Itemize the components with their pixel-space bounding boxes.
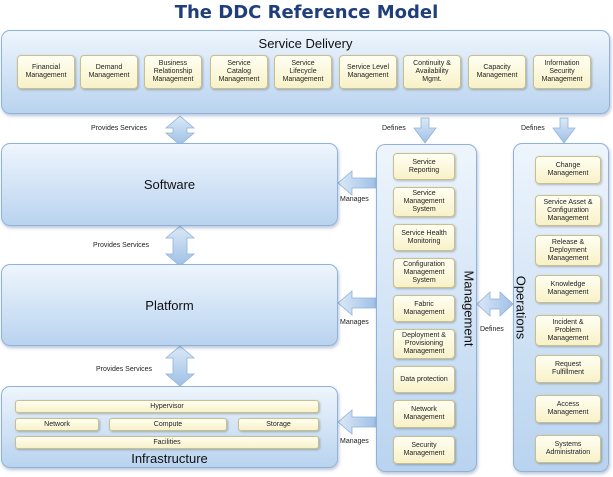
svc-financial-management: Financial Management (17, 55, 75, 89)
mgmt-security-management: Security Management (393, 436, 455, 464)
label-provides-services-platform: Provides Services (93, 242, 150, 249)
mgmt-service-reporting: Service Reporting (393, 153, 455, 180)
ops-incident-problem-management: Incident & Problem Management (535, 315, 601, 346)
label-defines-operations: Defines (521, 125, 545, 132)
arrow-operations-defines-management (476, 291, 514, 317)
svc-service-catalog-management: Service Catalog Management (210, 55, 268, 89)
ops-change-management: Change Management (535, 156, 601, 184)
svc-demand-management: Demand Management (80, 55, 138, 89)
svc-service-lifecycle-management: Service Lifecycle Management (274, 55, 332, 89)
operations-title: Operations (513, 275, 529, 340)
management-title: Management (461, 270, 477, 347)
label-provides-services-infrastructure: Provides Services (96, 366, 153, 373)
arrow-defines-management (413, 117, 437, 144)
label-provides-services-software: Provides Services (91, 125, 148, 132)
mgmt-service-health-monitoring: Service Health Monitoring (393, 224, 455, 251)
arrow-defines-operations (552, 117, 576, 144)
software-panel: Software (1, 143, 338, 226)
arrow-manages-platform (337, 290, 377, 316)
infrastructure-panel: Hypervisor Network Compute Storage Facil… (1, 386, 338, 468)
arrow-manages-infrastructure (337, 409, 377, 435)
ops-systems-administration: Systems Administration (535, 435, 601, 463)
storage-bar: Storage (238, 418, 319, 431)
ops-knowledge-management: Knowledge Management (535, 275, 601, 303)
facilities-bar: Facilities (15, 436, 319, 449)
mgmt-data-protection: Data protection (393, 366, 455, 393)
ops-service-asset-configuration-management: Service Asset & Configuration Management (535, 195, 601, 226)
label-manages-infrastructure: Manages (340, 438, 369, 445)
arrow-manages-software (337, 170, 377, 196)
mgmt-network-management: Network Management (393, 400, 455, 428)
operations-panel: Change Management Service Asset & Config… (513, 143, 609, 472)
arrow-platform-software (164, 225, 196, 267)
platform-panel: Platform (1, 264, 338, 346)
mgmt-fabric-management: Fabric Management (393, 295, 455, 322)
mgmt-deployment-provisioning-management: Deployment & Provisioning Management (393, 329, 455, 359)
arrow-software-service-delivery (164, 115, 196, 146)
label-defines-ops-management: Defines (480, 326, 504, 333)
arrow-infrastructure-platform (164, 345, 196, 387)
diagram-title: The DDC Reference Model (174, 2, 439, 23)
svc-business-relationship-management: Business Relationship Management (144, 55, 202, 89)
hypervisor-bar: Hypervisor (15, 400, 319, 413)
svc-service-level-management: Service Level Management (339, 55, 397, 89)
label-manages-platform: Manages (340, 319, 369, 326)
svc-information-security-management: Information Security Management (533, 55, 591, 89)
label-defines-management: Defines (382, 125, 406, 132)
label-manages-software: Manages (340, 196, 369, 203)
management-panel: Service Reporting Service Management Sys… (376, 144, 477, 472)
ops-access-management: Access Management (535, 395, 601, 423)
svc-continuity-availability-mgmt: Continuity & Availability Mgmt. (403, 55, 461, 89)
service-delivery-title: Service Delivery (258, 36, 353, 51)
service-delivery-panel: Service Delivery Financial Management De… (1, 30, 610, 114)
ops-release-deployment-management: Release & Deployment Management (535, 235, 601, 266)
infrastructure-title: Infrastructure (131, 451, 208, 466)
software-title: Software (143, 177, 196, 192)
mgmt-service-management-system: Service Management System (393, 187, 455, 217)
svc-capacity-management: Capacity Management (468, 55, 526, 89)
network-bar: Network (15, 418, 99, 431)
ops-request-fulfillment: Request Fulfillment (535, 355, 601, 383)
mgmt-configuration-management-system: Configuration Management System (393, 258, 455, 288)
compute-bar: Compute (109, 418, 227, 431)
platform-title: Platform (145, 298, 194, 313)
